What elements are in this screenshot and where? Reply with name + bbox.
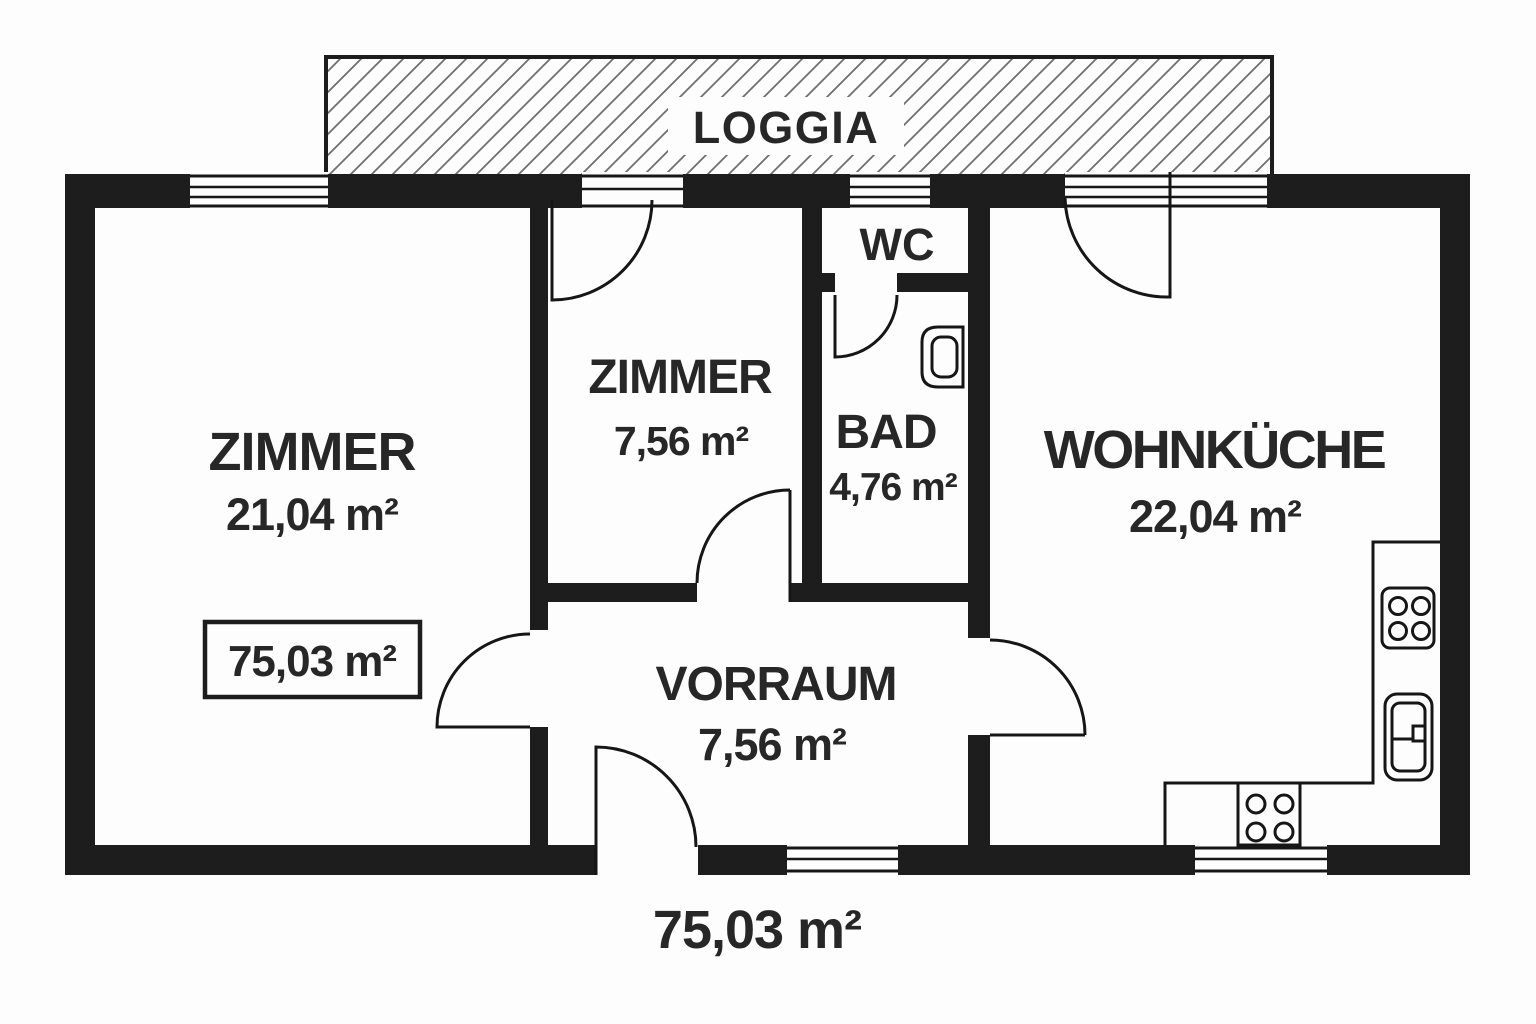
door-arc-zimmer-middle-vorraum bbox=[695, 488, 792, 602]
wall-right bbox=[1440, 174, 1470, 875]
loggia-label: LOGGIA bbox=[693, 102, 880, 153]
sink-icon bbox=[1383, 692, 1434, 782]
exterior-walls bbox=[65, 174, 1470, 875]
room-area-wohnkueche: 22,04 m² bbox=[1129, 491, 1302, 542]
door-arc-wc-bad bbox=[833, 294, 899, 359]
room-area-bad: 4,76 m² bbox=[829, 466, 957, 509]
room-area-zimmer-left: 21,04 m² bbox=[226, 489, 399, 540]
door-arc-balcony-zimmer bbox=[550, 199, 654, 302]
room-name-wohnkueche: WOHNKÜCHE bbox=[1044, 420, 1385, 480]
wall-bad-bottom bbox=[790, 583, 970, 602]
interior-walls bbox=[530, 200, 990, 845]
room-name-bad: BAD bbox=[836, 406, 937, 459]
room-labels: ZIMMER 21,04 m² ZIMMER 7,56 m² WC BAD 4,… bbox=[209, 219, 1388, 770]
total-area-box: 75,03 m² bbox=[202, 619, 423, 700]
washbasin-icon bbox=[920, 325, 965, 389]
wall-wc-bottom-stub bbox=[822, 273, 835, 292]
balcony-door-wohnkueche bbox=[1063, 172, 1267, 299]
room-name-zimmer-middle: ZIMMER bbox=[588, 351, 772, 404]
cooktop-icon bbox=[1236, 781, 1302, 847]
stove-icon bbox=[1380, 586, 1436, 650]
room-name-wc: WC bbox=[860, 219, 935, 270]
door-arc-entrance bbox=[594, 745, 698, 875]
wall-vorraum-top-left bbox=[530, 583, 697, 602]
room-area-vorraum: 7,56 m² bbox=[698, 719, 847, 770]
wall-zimmer-left-upper bbox=[530, 200, 548, 630]
kitchen-area bbox=[1163, 540, 1440, 847]
wall-zimmer-left-lower bbox=[530, 727, 548, 845]
wall-left bbox=[65, 174, 95, 875]
wall-bottom-3 bbox=[898, 845, 1195, 875]
wall-top-4 bbox=[930, 174, 1065, 208]
window-vorraum-bottom bbox=[787, 845, 898, 875]
room-name-zimmer-left: ZIMMER bbox=[209, 422, 416, 482]
loggia: LOGGIA bbox=[324, 55, 1274, 178]
door-arc-vorraum-wohnkueche bbox=[989, 638, 1087, 737]
wall-bottom-2 bbox=[698, 845, 787, 875]
wall-top-3 bbox=[683, 174, 850, 208]
room-name-vorraum: VORRAUM bbox=[656, 658, 897, 711]
loggia-label-background bbox=[668, 97, 904, 155]
wall-wc-bottom-right bbox=[897, 273, 968, 292]
total-area-overall: 75,03 m² bbox=[653, 900, 861, 960]
wall-bottom-4 bbox=[1327, 845, 1470, 875]
room-area-zimmer-middle: 7,56 m² bbox=[614, 418, 749, 464]
door-arc-balcony-wohnkueche bbox=[1063, 176, 1172, 299]
window-zimmer-left bbox=[190, 172, 328, 210]
wall-wohnkueche-left-upper bbox=[968, 200, 990, 638]
wall-wohnkueche-left-lower bbox=[968, 735, 990, 845]
wall-zimmer-mid-right bbox=[802, 200, 822, 602]
wall-top-5 bbox=[1267, 174, 1470, 208]
window-wohnkueche-bottom bbox=[1195, 845, 1327, 875]
wall-bottom-1 bbox=[65, 845, 596, 875]
door-arc-zimmer-left-vorraum bbox=[435, 632, 531, 729]
kitchen-counter bbox=[1163, 540, 1440, 845]
total-area-boxed: 75,03 m² bbox=[228, 637, 396, 686]
window-wc bbox=[850, 172, 930, 210]
balcony-door-zimmer-middle bbox=[550, 172, 683, 302]
